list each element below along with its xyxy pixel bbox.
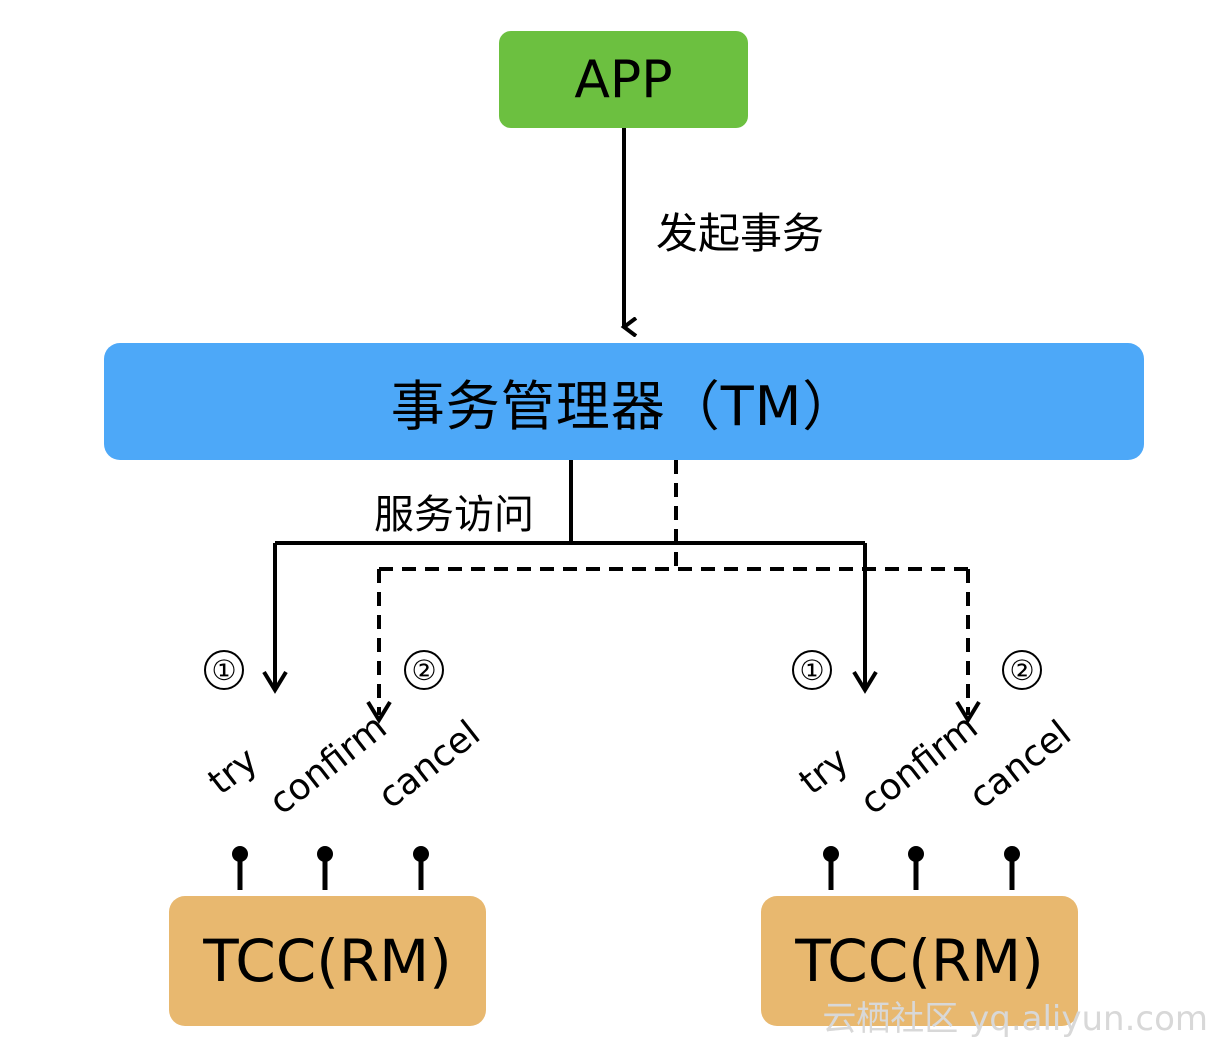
confirm-arrowhead-left: [366, 700, 392, 724]
transaction-manager-node: 事务管理器（TM）: [104, 343, 1144, 460]
resource-manager-left-label: TCC(RM): [203, 927, 452, 995]
step-1-right: ①: [792, 650, 832, 690]
confirm-cancel-connector: [377, 460, 970, 715]
resource-manager-right-label: TCC(RM): [795, 927, 1044, 995]
try-connector: [273, 460, 867, 690]
rm-right-interfaces: [823, 846, 1020, 890]
rm-left-interfaces: [232, 846, 429, 890]
app-node-label: APP: [574, 49, 673, 110]
transaction-manager-label: 事务管理器（TM）: [390, 375, 858, 438]
start-transaction-label: 发起事务: [656, 209, 825, 258]
try-arrowhead-right: [852, 670, 878, 694]
app-node: APP: [499, 31, 748, 128]
step-1-left: ①: [204, 650, 244, 690]
step-2-left: ②: [404, 650, 444, 690]
watermark: 云栖社区 yq.aliyun.com: [822, 999, 1208, 1039]
step-2-right: ②: [1002, 650, 1042, 690]
service-access-label: 服务访问: [374, 492, 534, 538]
resource-manager-left-node: TCC(RM): [169, 896, 486, 1026]
try-arrowhead-left: [262, 670, 288, 694]
confirm-arrowhead-right: [955, 700, 981, 724]
resource-manager-right-node: TCC(RM): [761, 896, 1078, 1026]
